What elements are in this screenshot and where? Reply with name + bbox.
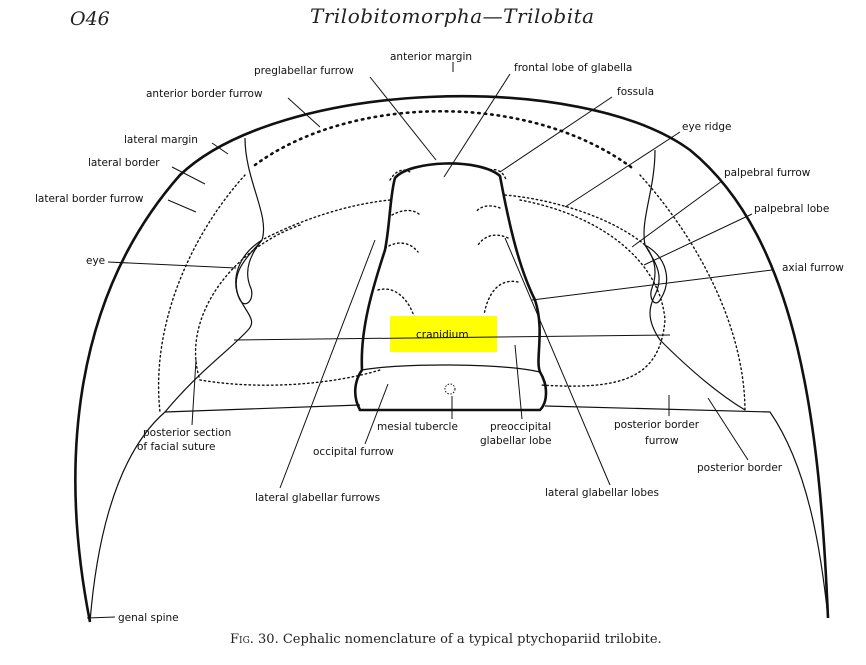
label-lateral-glabellar-furrows: lateral glabellar furrows <box>255 492 380 504</box>
glabellar-furrow-3r <box>483 280 519 316</box>
glabellar-furrow-2r <box>477 234 509 246</box>
fixigena-outline-right <box>519 199 666 387</box>
label-frontal-lobe: frontal lobe of glabella <box>514 62 632 74</box>
genal-spine-left-inner <box>89 404 361 623</box>
occipital-furrow-line <box>361 364 541 373</box>
page-title: Trilobitomorpha—Trilobita <box>310 4 595 28</box>
label-eye-ridge: eye ridge <box>682 121 732 133</box>
label-lateral-glabellar-lobes: lateral glabellar lobes <box>545 487 659 499</box>
label-occipital-furrow: occipital furrow <box>313 446 394 458</box>
page-number: O46 <box>70 8 110 30</box>
label-genal-spine: genal spine <box>118 612 179 624</box>
lateral-border-furrow-line-right <box>639 174 746 413</box>
cephalon-outer-outline <box>74 94 830 623</box>
label-palpebral-furrow: palpebral furrow <box>724 167 811 179</box>
label-posterior-border-furrow-2: furrow <box>645 435 679 447</box>
figure-caption-label: Fig. 30. <box>230 632 279 647</box>
label-preoccipital-2: glabellar lobe <box>480 435 552 447</box>
label-lateral-border: lateral border <box>88 157 160 169</box>
label-eye: eye <box>86 255 105 267</box>
label-preoccipital-1: preoccipital <box>490 421 551 433</box>
anterior-border-furrow-line <box>253 110 637 172</box>
eye-ridge-right <box>504 194 646 246</box>
cranidium-highlight <box>390 316 497 352</box>
facial-suture-right <box>643 149 746 411</box>
lateral-border-furrow-line <box>157 174 246 413</box>
label-posterior-section-1: posterior section <box>143 427 231 439</box>
figure-caption: Fig. 30. Cephalic nomenclature of a typi… <box>230 632 662 647</box>
label-mesial-tubercle: mesial tubercle <box>377 421 458 433</box>
label-lateral-margin: lateral margin <box>124 134 198 146</box>
label-posterior-section-2: of facial suture <box>137 441 215 453</box>
label-cranidium: cranidium <box>416 329 469 341</box>
fossula-right <box>489 168 507 181</box>
eye-ridge-left <box>261 199 391 241</box>
mesial-tubercle-mark <box>444 383 456 395</box>
label-posterior-border: posterior border <box>697 462 783 474</box>
glabellar-furrow-1l <box>391 209 421 216</box>
label-fossula: fossula <box>617 86 654 98</box>
fixigena-outline <box>194 224 381 386</box>
label-axial-furrow: axial furrow <box>782 262 844 274</box>
glabellar-furrow-1r <box>475 205 501 213</box>
fossula-left <box>389 169 411 181</box>
facial-suture-left <box>164 137 265 413</box>
glabellar-furrow-3l <box>377 288 416 321</box>
label-anterior-border-furrow: anterior border furrow <box>146 88 263 100</box>
glabella-outline <box>353 162 548 412</box>
label-posterior-border-furrow-1: posterior border <box>614 419 700 431</box>
figure-caption-text: Cephalic nomenclature of a typical ptych… <box>282 632 662 647</box>
label-palpebral-lobe: palpebral lobe <box>754 203 829 215</box>
genal-spine-right-inner <box>544 405 829 619</box>
eye-left <box>235 239 263 305</box>
label-lateral-border-furrow: lateral border furrow <box>35 193 144 205</box>
eye-right <box>644 244 668 304</box>
label-anterior-margin: anterior margin <box>390 51 472 63</box>
leader-lines <box>86 62 773 619</box>
glabellar-furrow-2l <box>384 242 419 253</box>
label-preglabellar-furrow: preglabellar furrow <box>254 65 354 77</box>
